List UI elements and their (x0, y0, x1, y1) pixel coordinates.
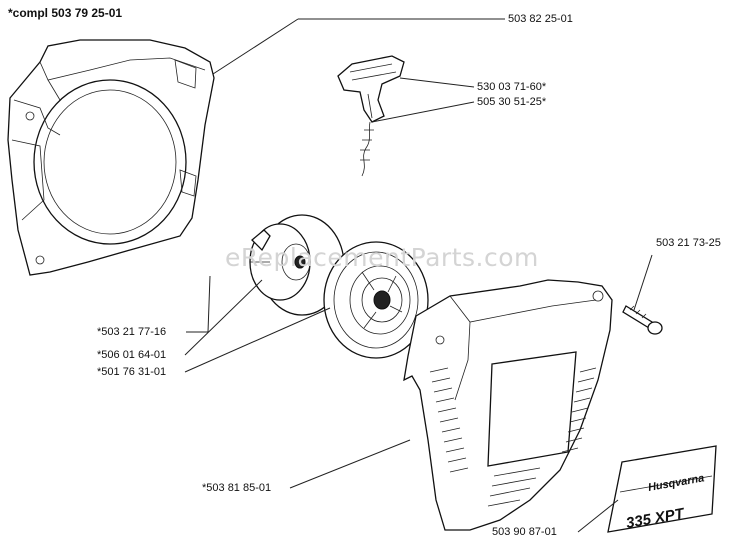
fan-housing (7, 39, 215, 276)
cover-vents (429, 367, 597, 507)
decal: Husqvarna 335 XPT (607, 445, 717, 533)
label-spring: *506 01 64-01 (97, 349, 167, 361)
leader-lines (184, 18, 653, 533)
label-rope: 505 30 51-25* (477, 96, 547, 108)
label-pulley-spring: *503 21 77-16 (97, 326, 167, 338)
label-decal: 503 90 87-01 (492, 526, 557, 538)
starter-handle (337, 55, 405, 123)
starter-rope (360, 121, 374, 177)
watermark: eReplacementParts.com (225, 243, 539, 272)
label-housing: 503 82 25-01 (508, 13, 573, 25)
label-screw: 503 21 73-25 (656, 237, 721, 249)
label-handle: 530 03 71-60* (477, 81, 547, 93)
starter-cover (403, 279, 613, 531)
assembly-title: *compl 503 79 25-01 (8, 6, 123, 20)
screw (622, 305, 663, 335)
starter-spring (249, 214, 345, 316)
label-pulley: *501 76 31-01 (97, 366, 167, 378)
label-cover: *503 81 85-01 (202, 482, 272, 494)
starter-pulley (323, 241, 429, 359)
